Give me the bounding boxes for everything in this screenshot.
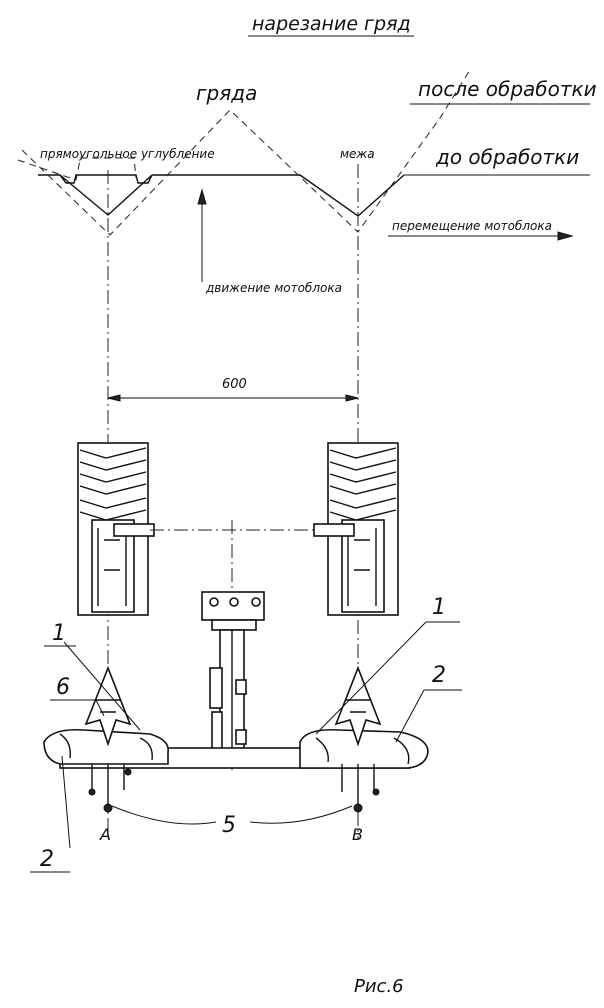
rect-groove-label: прямоугольное углубление (40, 147, 215, 161)
soil-profile-before (38, 174, 405, 217)
callout-2-left: 2 (40, 847, 54, 872)
tiller-motion-label: движение мотоблока (205, 281, 342, 295)
callout-1-left: 1 (52, 621, 66, 646)
left-plough-share (84, 665, 132, 747)
diagram-title-text: нарезание гряд (252, 13, 411, 35)
groove-dash (17, 159, 81, 181)
shift-arrowhead (557, 231, 574, 241)
left-rippers (88, 764, 132, 813)
left-wheel (77, 442, 155, 616)
point-a-label: А (99, 825, 111, 844)
point-b-label: В (352, 825, 363, 844)
ridge-label: гряда (196, 81, 257, 105)
groove-dash-2 (80, 157, 137, 179)
right-rippers (341, 764, 380, 813)
leader-5 (111, 805, 353, 825)
callout-6: 6 (56, 675, 70, 700)
dim-arrow-right (345, 394, 359, 402)
leader-6 (95, 699, 105, 717)
tiller-shift-label: перемещение мотоблока (392, 219, 552, 233)
leader-1-left (63, 641, 141, 731)
right-wheel (313, 442, 399, 616)
left-disc-housing (43, 728, 169, 765)
callout-5: 5 (222, 813, 236, 838)
leader-2-right (395, 689, 425, 743)
soil-profile-after (21, 69, 471, 236)
callout-1-right: 1 (432, 595, 446, 620)
leader-1-right (315, 621, 427, 735)
leader-2-left (61, 755, 71, 849)
hitch-bracket (201, 591, 265, 767)
before-treatment-label: до обработки (435, 145, 579, 169)
dimension-value: 600 (222, 377, 247, 392)
callout-2-right: 2 (432, 663, 446, 688)
after-treatment-label: после обработки (418, 77, 597, 101)
dim-arrow-left (107, 394, 121, 402)
figure-caption: Рис.6 (354, 976, 404, 997)
motion-arrowhead (197, 188, 207, 205)
furrow-label: межа (340, 147, 375, 161)
